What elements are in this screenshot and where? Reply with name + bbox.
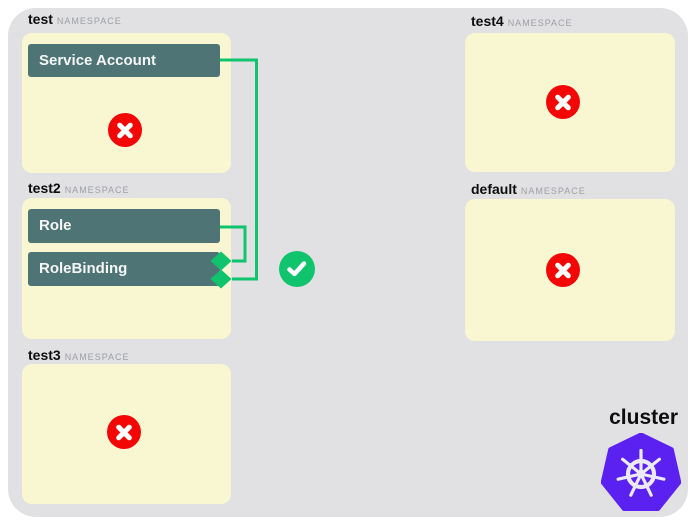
error-x-icon xyxy=(546,85,580,119)
error-x-icon xyxy=(107,415,141,449)
namespace-tag: NAMESPACE xyxy=(64,352,130,362)
namespace-tag: NAMESPACE xyxy=(64,185,130,195)
kubernetes-logo-icon xyxy=(600,432,682,518)
namespace-tag: NAMESPACE xyxy=(507,18,573,28)
namespace-name: test xyxy=(28,11,53,27)
namespace-name: test3 xyxy=(28,347,61,363)
namespace-name: default xyxy=(471,181,517,197)
resource-rolebinding: RoleBinding xyxy=(28,252,220,286)
resource-role: Role xyxy=(28,209,220,243)
success-check-icon xyxy=(279,251,315,287)
cluster-label: cluster xyxy=(609,406,678,429)
namespace-tag: NAMESPACE xyxy=(56,16,122,26)
namespace-name: test2 xyxy=(28,180,61,196)
error-x-icon xyxy=(108,113,142,147)
namespace-tag: NAMESPACE xyxy=(520,186,586,196)
ship-wheel-icon xyxy=(616,448,666,497)
namespace-name: test4 xyxy=(471,13,504,29)
error-x-icon xyxy=(546,253,580,287)
resource-service-account: Service Account xyxy=(28,44,220,77)
